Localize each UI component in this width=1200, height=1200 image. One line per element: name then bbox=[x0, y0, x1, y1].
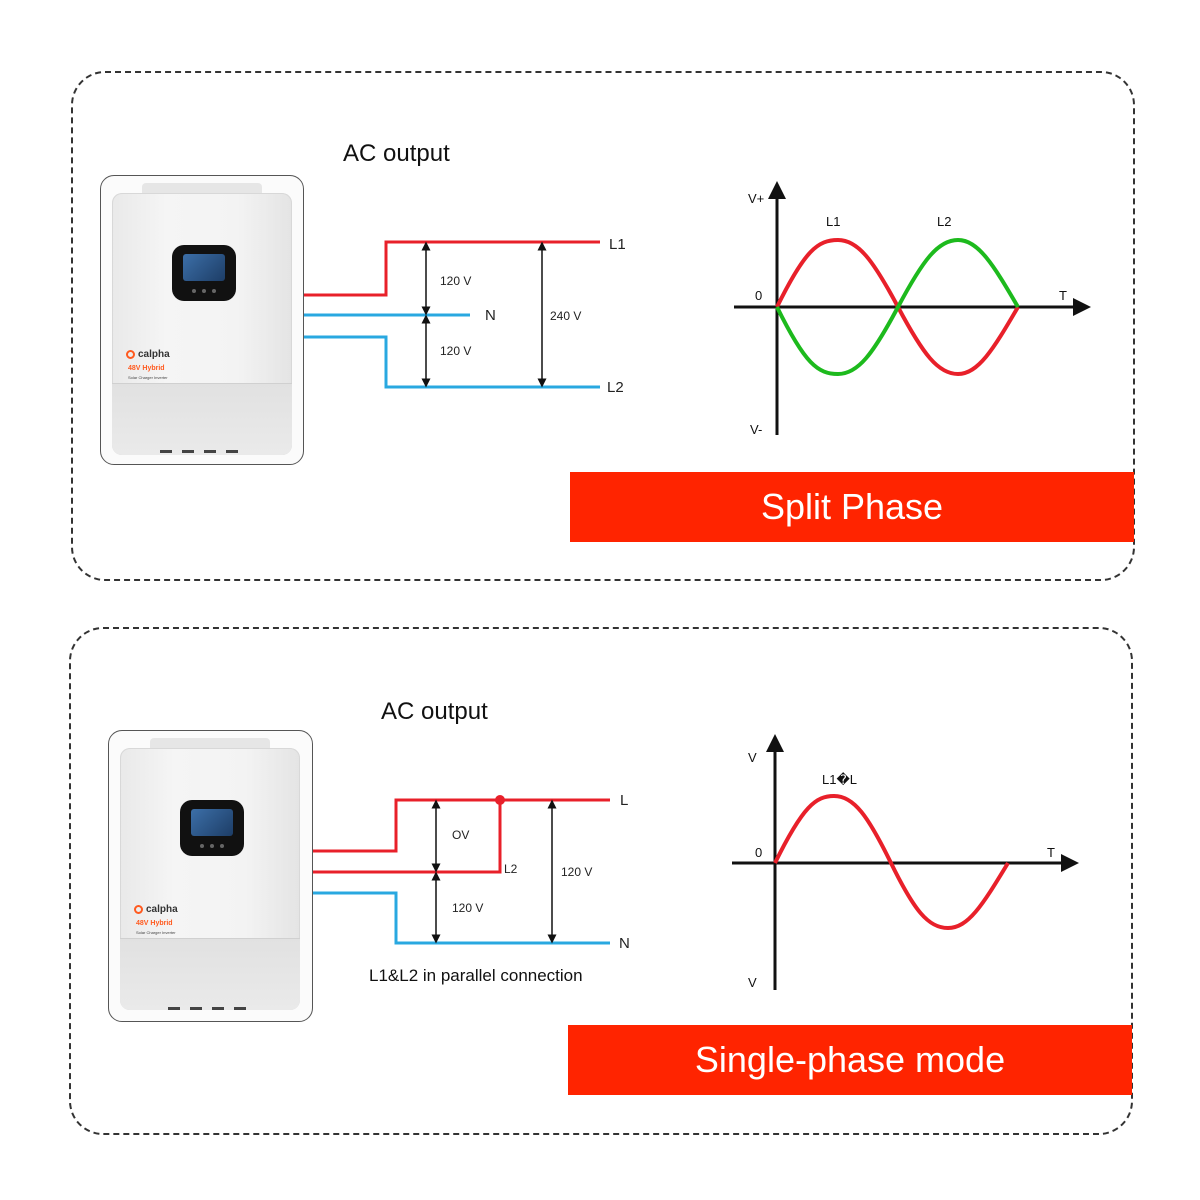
voltage-l1-l2-label: 240 V bbox=[550, 309, 582, 323]
l2-waveform bbox=[775, 237, 1020, 377]
split-y-pos-label: V+ bbox=[748, 191, 765, 206]
single-y-pos-label: V bbox=[748, 750, 757, 765]
split-phase-panel bbox=[71, 71, 1135, 581]
l2-wire bbox=[304, 335, 600, 389]
single-phase-inverter-image: calpha 48V Hybrid Solar Charger Inverter bbox=[108, 730, 313, 1022]
l2-wire bbox=[313, 800, 502, 874]
inverter-display-icon bbox=[172, 245, 236, 301]
brand-logo-icon bbox=[134, 905, 143, 914]
terminal-l-label: L bbox=[620, 792, 629, 809]
terminal-l2-label: L2 bbox=[607, 379, 624, 396]
terminal-n-label: N bbox=[619, 935, 630, 952]
single-phase-ac-output-title: AC output bbox=[381, 698, 488, 725]
split-phase-ac-output-title: AC output bbox=[343, 140, 450, 167]
inverter-model: 48V Hybrid bbox=[136, 920, 173, 927]
split-curve-label-l1: L1 bbox=[826, 214, 841, 229]
n-wire bbox=[313, 891, 610, 945]
l-wire bbox=[313, 798, 610, 853]
brand-logo-icon bbox=[126, 350, 135, 359]
terminal-l2-label: L2 bbox=[504, 862, 518, 876]
single-y-neg-label: V bbox=[748, 975, 757, 990]
single-curve-label: L1�L bbox=[822, 772, 858, 787]
voltage-n-l2-label: 120 V bbox=[440, 344, 472, 358]
inverter-model: 48V Hybrid bbox=[128, 365, 165, 372]
split-phase-banner: Split Phase bbox=[570, 472, 1134, 542]
inverter-subtitle: Solar Charger Inverter bbox=[128, 375, 168, 380]
l1-wire bbox=[304, 240, 600, 297]
junction-dot bbox=[495, 795, 505, 805]
single-phase-waveform bbox=[773, 793, 1010, 931]
single-phase-panel bbox=[69, 627, 1133, 1135]
single-x-label: T bbox=[1047, 845, 1055, 860]
split-curve-label-l2: L2 bbox=[937, 214, 952, 229]
inverter-display-icon bbox=[180, 800, 244, 856]
terminal-n-label: N bbox=[485, 307, 496, 324]
split-origin-label: 0 bbox=[755, 288, 763, 303]
voltage-l-n-label: 120 V bbox=[561, 865, 593, 879]
voltage-l1-n-label: 120 V bbox=[440, 274, 472, 288]
inverter-subtitle: Solar Charger Inverter bbox=[136, 930, 176, 935]
split-x-label: T bbox=[1059, 288, 1067, 303]
single-origin-label: 0 bbox=[755, 845, 763, 860]
parallel-connection-note: L1&L2 in parallel connection bbox=[369, 966, 583, 985]
terminal-l1-label: L1 bbox=[609, 236, 626, 253]
inverter-brand: calpha bbox=[146, 904, 178, 915]
voltage-l2-n-label: 120 V bbox=[452, 901, 484, 915]
voltage-l-l2-label: OV bbox=[452, 828, 470, 842]
split-phase-inverter-image: calpha 48V Hybrid Solar Charger Inverter bbox=[100, 175, 304, 465]
split-y-neg-label: V- bbox=[750, 422, 763, 437]
inverter-brand: calpha bbox=[138, 349, 170, 360]
single-phase-banner: Single-phase mode bbox=[568, 1025, 1132, 1095]
